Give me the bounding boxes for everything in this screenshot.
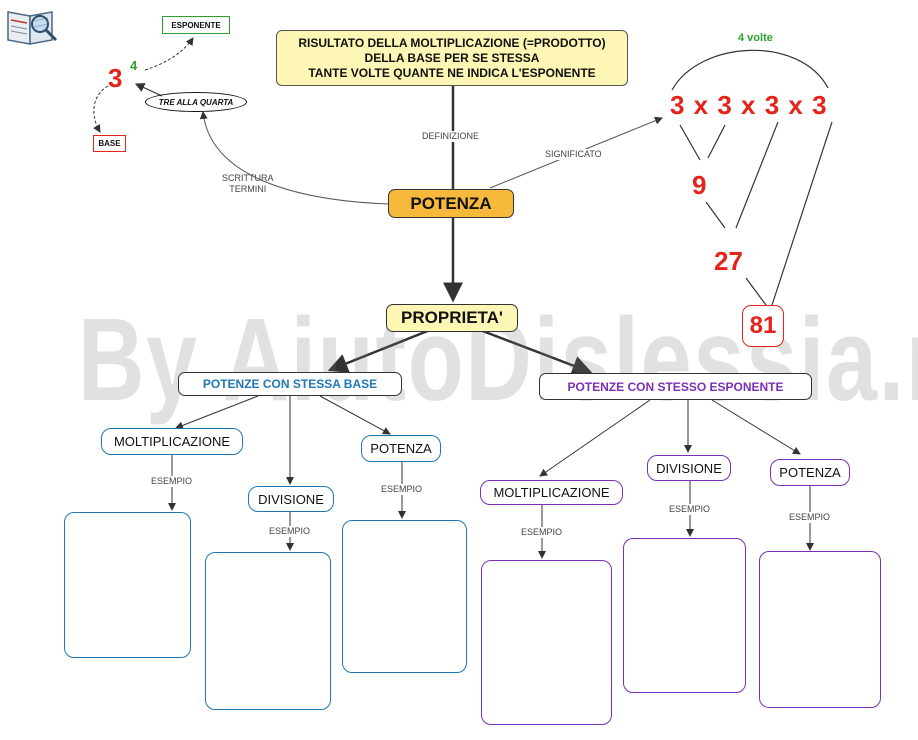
partial-product-9: 9 [692,170,707,200]
label-meaning: SIGNIFICATO [545,149,602,160]
label-writing: SCRITTURA TERMINI [222,173,274,195]
expansion-expression: 3 x 3 x 3 x 3 [670,90,828,120]
same-exponent-division-node[interactable]: DIVISIONE [647,455,731,481]
same-base-multiplication-node[interactable]: MOLTIPLICAZIONE [101,428,243,455]
example-label-3: ESEMPIO [381,484,423,495]
definition-line-2: DELLA BASE PER SE STESSA [364,50,540,65]
same-base-multiplication-example-box[interactable] [64,512,191,658]
same-base-node[interactable]: POTENZE CON STESSA BASE [178,372,402,396]
example-label-6: ESEMPIO [789,512,831,523]
example-label-5: ESEMPIO [669,504,711,515]
definition-box: RISULTATO DELLA MOLTIPLICAZIONE (=PRODOT… [276,30,628,86]
same-exponent-multiplication-node[interactable]: MOLTIPLICAZIONE [480,480,623,505]
label-writing-line-2: TERMINI [229,184,267,194]
same-base-power-example-box[interactable] [342,520,467,673]
same-exponent-power-example-box[interactable] [759,551,881,708]
exponent-label-box: ESPONENTE [162,16,230,34]
definition-line-1: RISULTATO DELLA MOLTIPLICAZIONE (=PRODOT… [298,35,606,50]
link-exponent [144,37,194,71]
same-exponent-multiplication-example-box[interactable] [481,560,612,725]
reading-ellipse: TRE ALLA QUARTA [145,92,247,112]
same-exponent-node[interactable]: POTENZE CON STESSO ESPONENTE [539,373,812,400]
same-exponent-division-example-box[interactable] [623,538,746,693]
result-box-81: 81 [742,305,784,347]
definition-line-3: TANTE VOLTE QUANTE NE INDICA L'ESPONENTE [308,65,596,80]
label-definition: DEFINIZIONE [422,131,480,142]
partial-product-27: 27 [714,246,743,276]
central-node-potenza[interactable]: POTENZA [388,189,514,218]
example-label-4: ESEMPIO [521,527,563,538]
times-label: 4 volte [738,32,773,44]
example-label-1: ESEMPIO [151,476,193,487]
times-arc [671,49,829,91]
same-base-division-example-box[interactable] [205,552,331,710]
same-exponent-power-node[interactable]: POTENZA [770,459,850,486]
same-base-division-node[interactable]: DIVISIONE [248,486,334,512]
example-label-2: ESEMPIO [269,526,311,537]
base-label-box: BASE [93,135,126,152]
properties-node[interactable]: PROPRIETA' [386,304,518,332]
link-reading-power [134,83,163,97]
same-base-power-node[interactable]: POTENZA [361,435,441,462]
power-base-digit: 3 [108,63,123,93]
link-base [93,85,109,133]
book-magnifier-icon [6,6,58,46]
power-exponent-digit: 4 [130,58,138,73]
label-writing-line-1: SCRITTURA [222,173,274,183]
link-writing [199,111,389,205]
